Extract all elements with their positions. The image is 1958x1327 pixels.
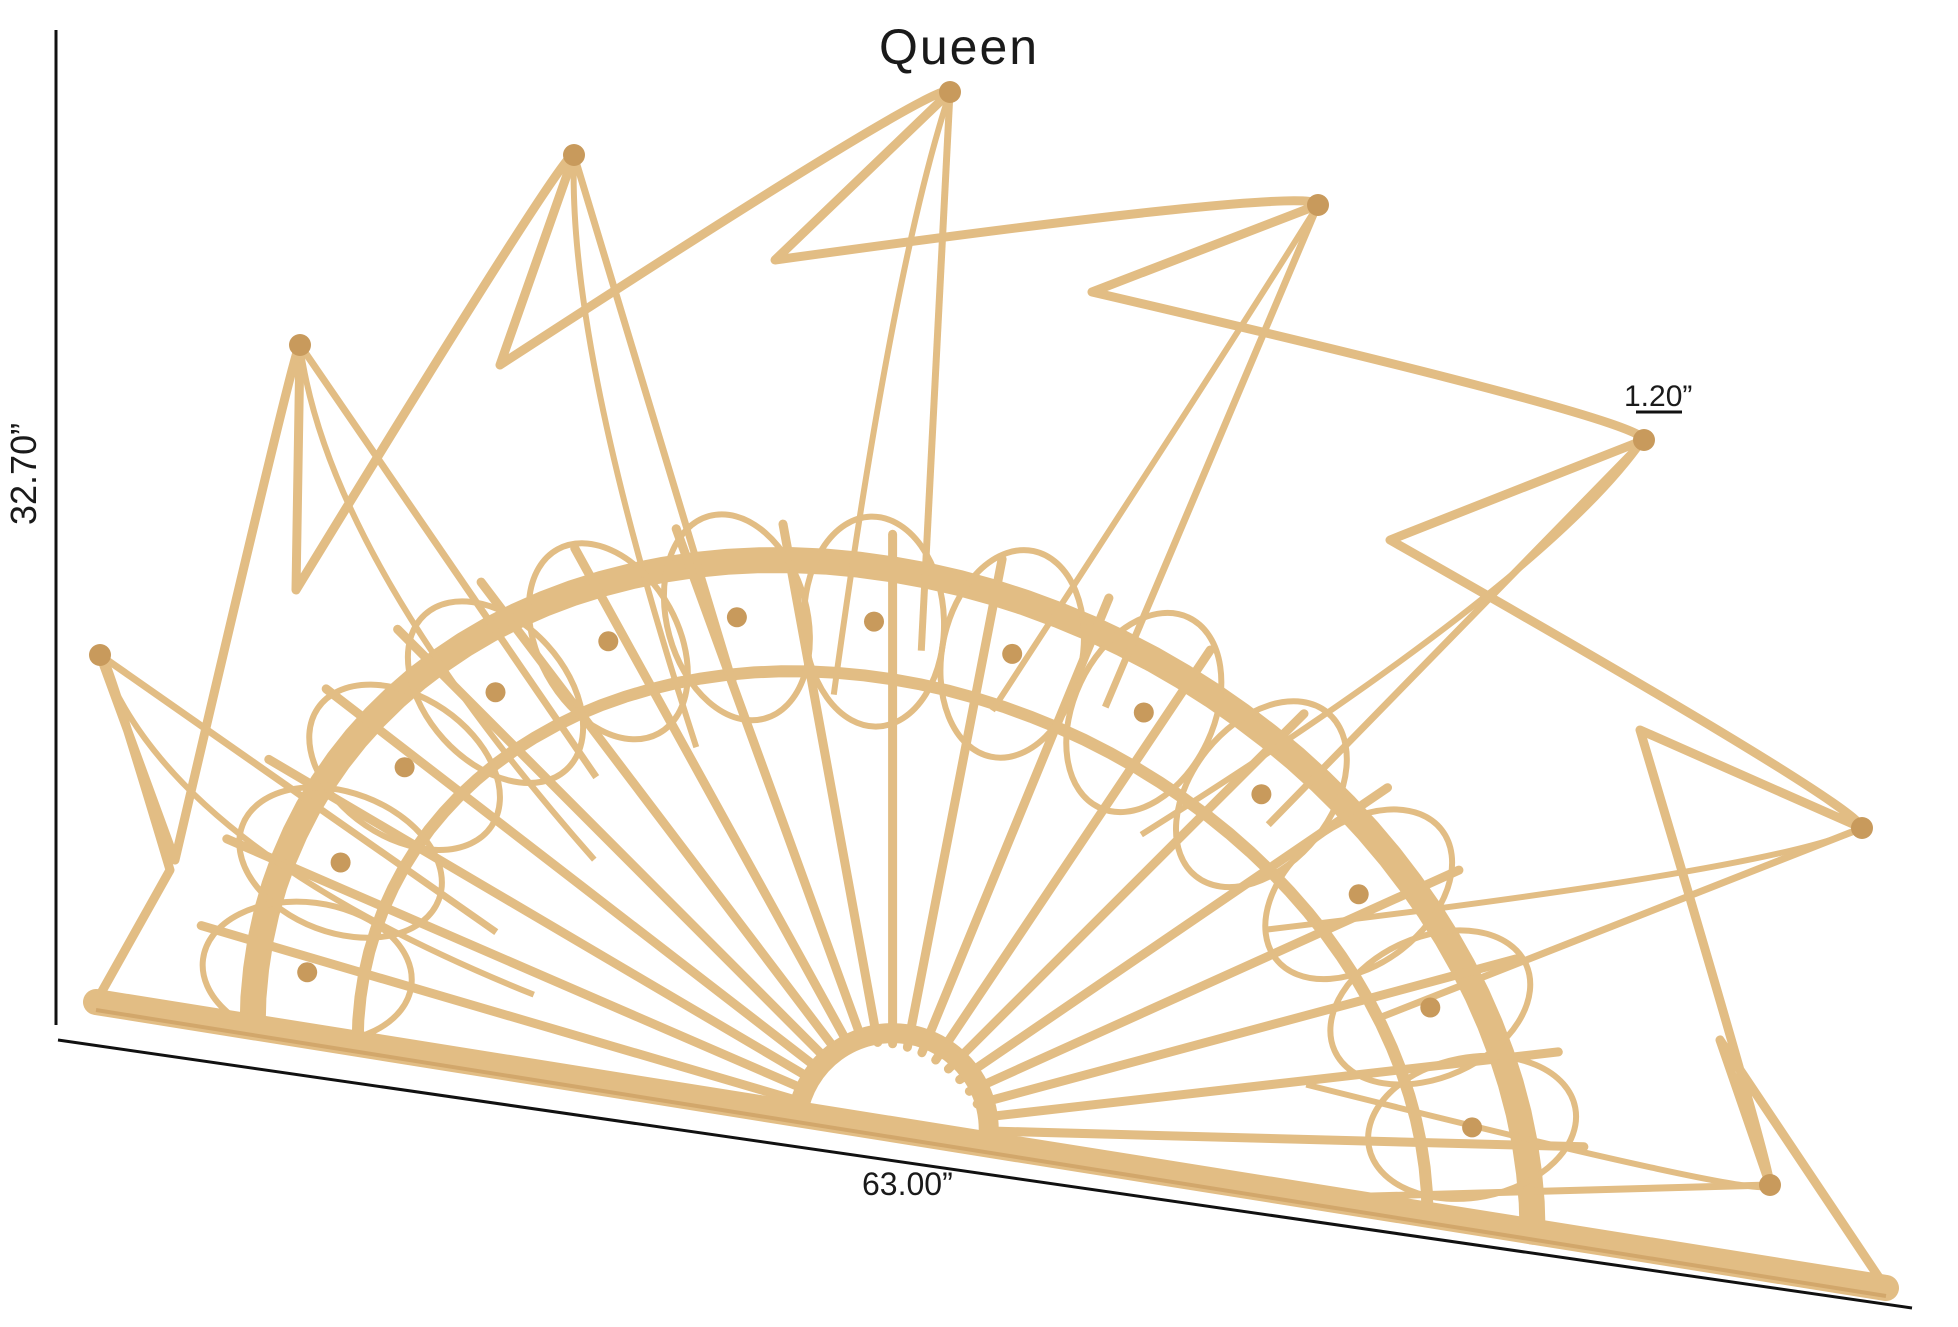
binding-knot (89, 644, 111, 666)
binding-knot (1633, 429, 1655, 451)
petal-loop (989, 203, 1321, 713)
binding-knot (1307, 194, 1329, 216)
radial-spoke (778, 519, 883, 1047)
radial-spoke (981, 1126, 1589, 1152)
size-title: Queen (878, 19, 1040, 75)
center-hub-arc (787, 1023, 999, 1146)
radial-spoke (972, 954, 1521, 1109)
outer-star-frame (92, 86, 1890, 1291)
petal-ellipse (306, 681, 503, 853)
petal-ellipse (800, 513, 948, 730)
petal-ellipse (1063, 609, 1225, 816)
binding-knot (1759, 1174, 1781, 1196)
petal-loop (830, 91, 953, 696)
width-dimension-label: 63.00” (862, 1166, 953, 1202)
star-point-spoke (1102, 203, 1322, 709)
petal-loop (570, 154, 700, 749)
petal-ellipse (404, 598, 587, 787)
radial-spoke (222, 834, 807, 1093)
petal-loop (297, 344, 597, 862)
star-point-spoke (97, 652, 499, 936)
radial-spoke (264, 754, 813, 1082)
binding-knot (330, 852, 351, 873)
star-point-spoke (570, 153, 737, 684)
radial-spoke (321, 684, 821, 1072)
binding-knot (485, 682, 506, 703)
base-rail (83, 989, 1899, 1301)
binding-knot (289, 334, 311, 356)
petal-ellipse (236, 784, 445, 941)
petal-ellipse (1262, 806, 1456, 983)
base-rail-shadow (95, 1008, 1887, 1298)
dimension-lines (54, 30, 1913, 1310)
binding-knot (1851, 817, 1873, 839)
petal-ellipse (937, 547, 1087, 761)
radial-spoke (943, 709, 1309, 1074)
radial-spoke (964, 865, 1464, 1096)
radial-spoke (931, 645, 1215, 1065)
binding-knot (1462, 1117, 1483, 1138)
petal-ellipse (1365, 1052, 1580, 1202)
binding-knot (394, 757, 415, 778)
radial-spoke (671, 524, 868, 1048)
star-point-spoke (1331, 1181, 1771, 1201)
depth-dimension-label: 1.20” (1624, 380, 1693, 413)
binding-knot (1420, 997, 1441, 1018)
height-dimension-label: 32.70” (3, 422, 44, 525)
binding-knot (297, 962, 318, 983)
petal-loop (1265, 825, 1864, 933)
binding-knot (726, 607, 747, 628)
binding-knot (864, 611, 884, 632)
star-point-spoke (297, 343, 600, 780)
binding-knot (598, 631, 619, 652)
binding-knot (563, 144, 585, 166)
radial-spoke (902, 554, 1007, 1052)
width-dimension-line (57, 1038, 1913, 1310)
radial-spoke (978, 1047, 1563, 1122)
binding-knot (939, 81, 961, 103)
petal-ellipse (1327, 927, 1534, 1088)
binding-knot (1348, 884, 1369, 905)
binding-knot (1002, 643, 1023, 664)
binding-knot (1133, 702, 1154, 723)
star-point-spoke (1265, 437, 1647, 828)
headboard-frame (83, 81, 1899, 1301)
petal-ellipse (525, 540, 691, 743)
petal-loop (1139, 438, 1647, 838)
radial-spoke (570, 543, 854, 1051)
binding-knot (1251, 784, 1272, 805)
radial-spoke (196, 921, 804, 1106)
star-point-spoke (1375, 824, 1864, 1022)
